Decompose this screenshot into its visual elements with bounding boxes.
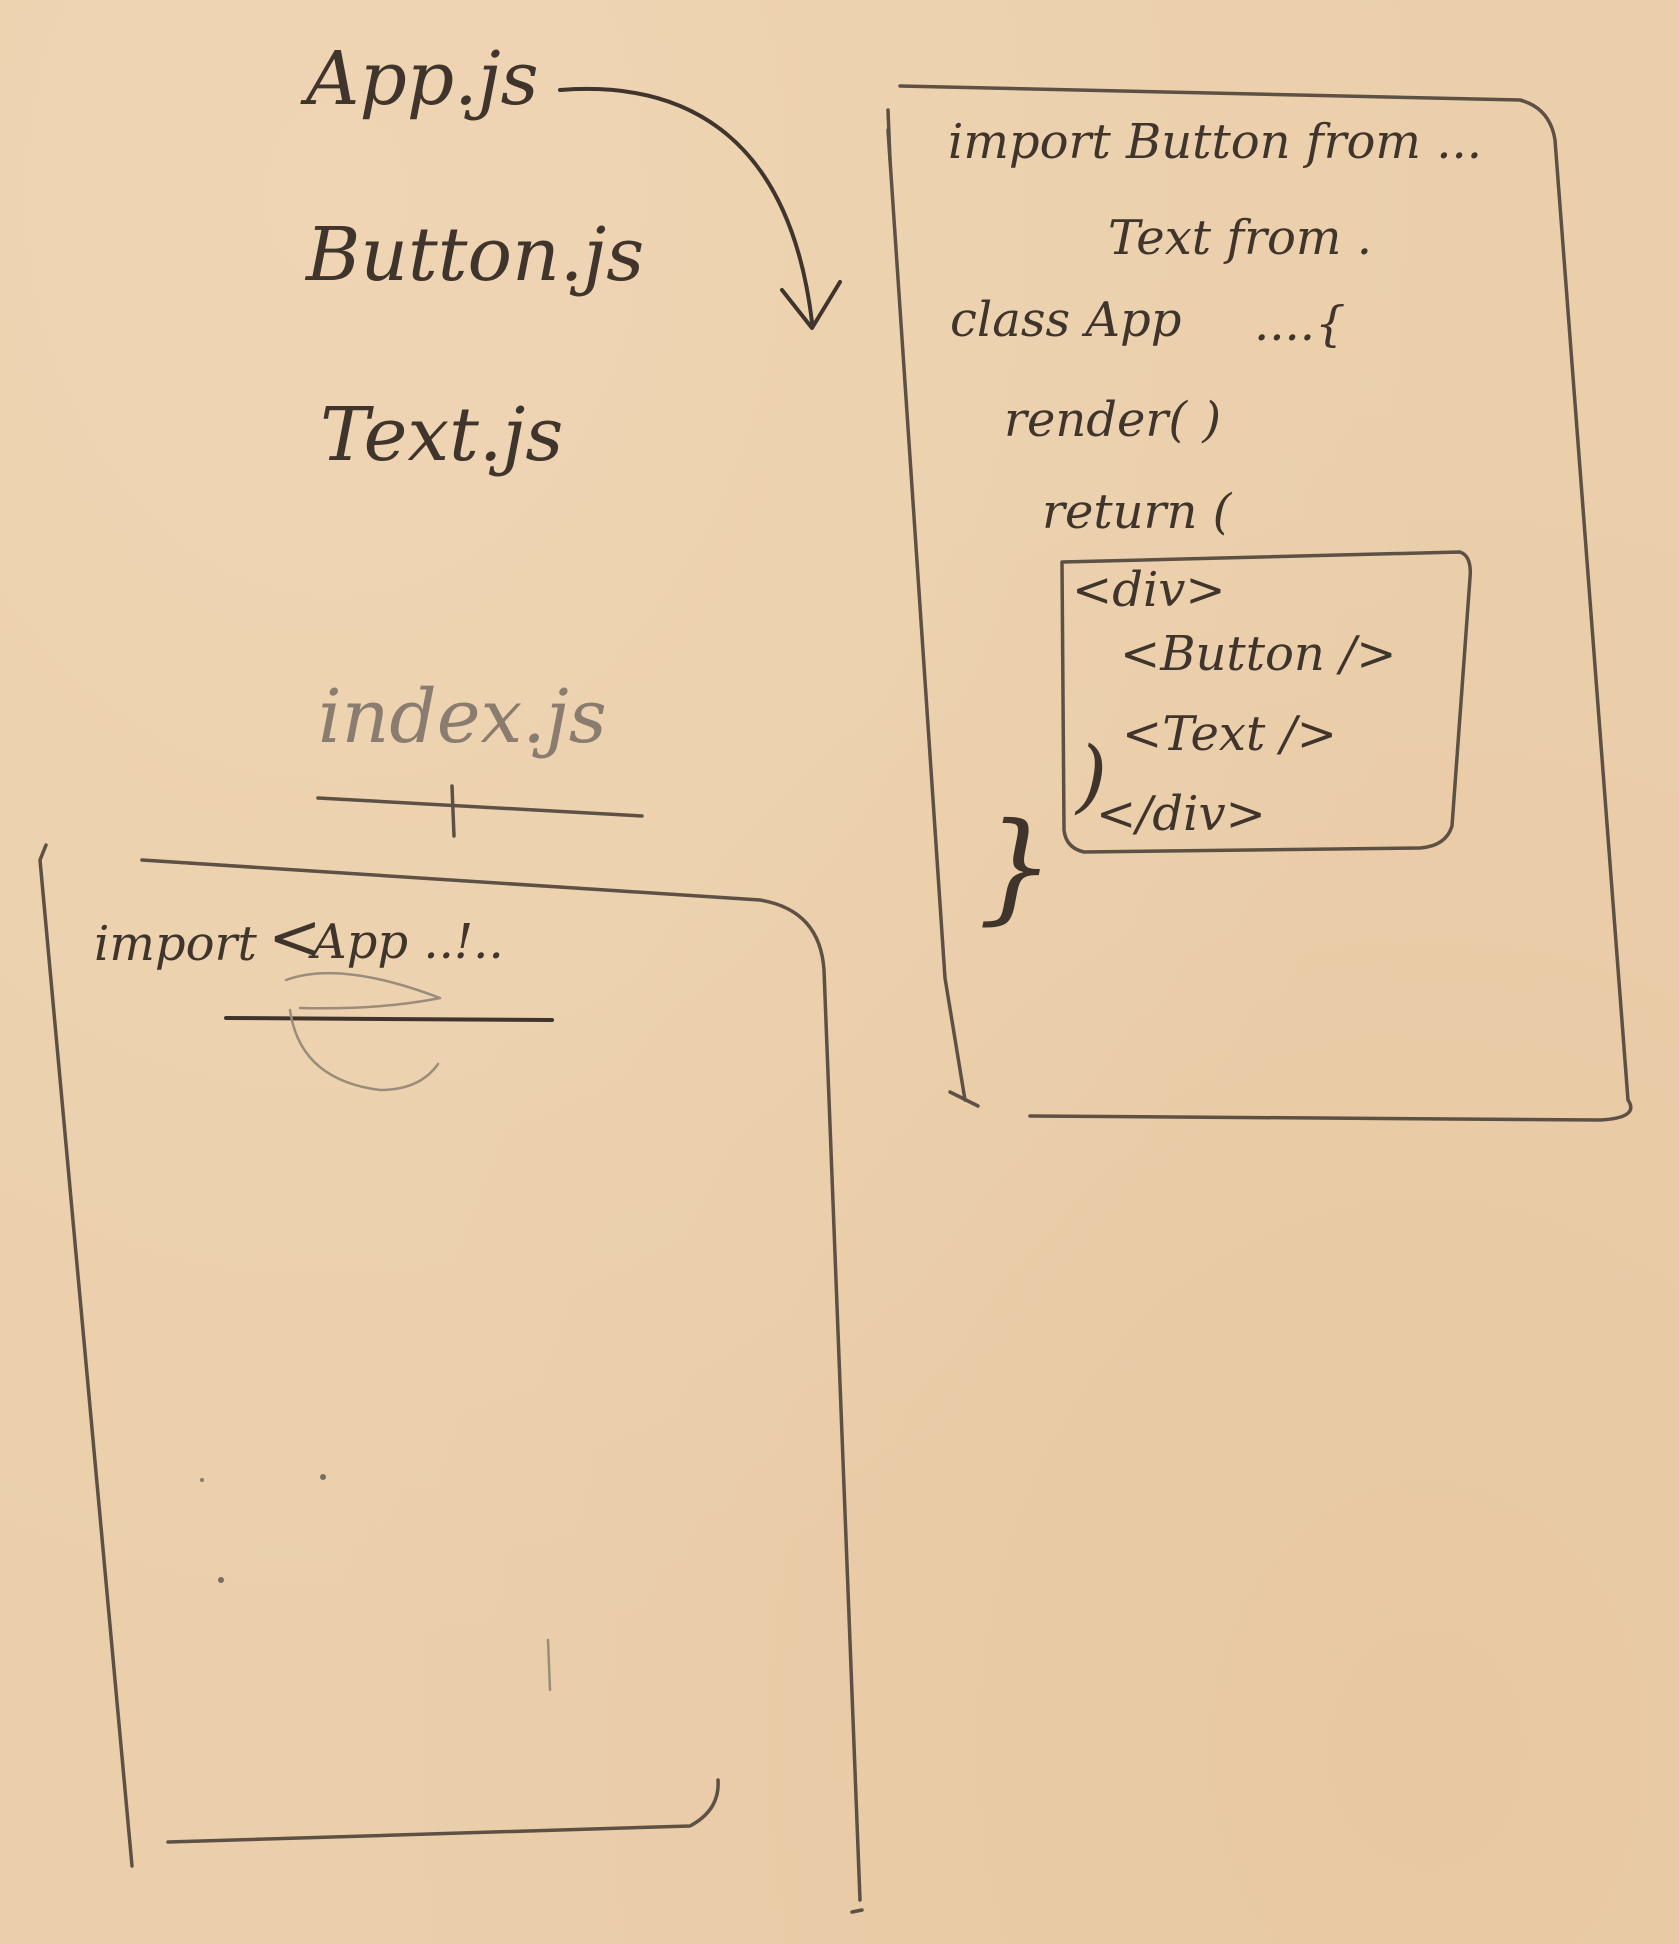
app-code-line-div-open: <div> — [1072, 562, 1226, 618]
app-code-box-top-tick — [886, 108, 892, 162]
app-code-line-import-text: Text from . — [1108, 210, 1372, 266]
import-scribble — [284, 971, 442, 1010]
app-code-line-div-close: </div> — [1096, 786, 1266, 842]
pencil-dot — [218, 1577, 224, 1583]
app-code-line-class: class App — [950, 292, 1182, 348]
index-inner-faint-line — [546, 1638, 552, 1692]
pencil-dot — [200, 1478, 204, 1482]
index-underline-tick — [450, 784, 456, 838]
app-code-line-render: render( ) — [1004, 392, 1222, 448]
file-button-js: Button.js — [306, 212, 645, 298]
index-code-import-keyword: import — [94, 916, 257, 972]
file-text-js: Text.js — [320, 392, 564, 478]
import-strikeline — [224, 1016, 554, 1022]
index-code-box — [38, 843, 864, 1914]
file-app-js: App.js — [306, 36, 539, 122]
app-code-box-corner — [948, 1090, 980, 1108]
index-code-import-app: App ..!.. — [312, 914, 504, 970]
app-code-close-paren: ) — [1076, 729, 1108, 822]
app-code-line-return: return ( — [1042, 484, 1232, 540]
index-underline — [316, 796, 644, 818]
import-scribble-2 — [288, 1008, 440, 1092]
app-code-line-class-brace: ....{ — [1254, 296, 1346, 352]
app-code-line-import-button: import Button from ... — [948, 114, 1482, 170]
pencil-dot — [320, 1474, 326, 1480]
file-index-js: index.js — [318, 674, 607, 760]
index-code-bracket: < — [268, 901, 322, 975]
app-code-line-button-tag: <Button /> — [1120, 626, 1397, 682]
arrowhead — [780, 280, 842, 330]
app-code-close-brace: } — [978, 798, 1055, 937]
app-code-line-text-tag: <Text /> — [1122, 706, 1337, 762]
